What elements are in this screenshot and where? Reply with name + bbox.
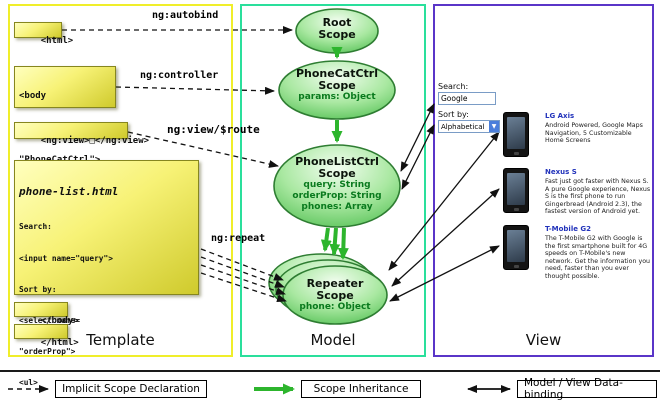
phone-button [513, 207, 519, 211]
ng-view-tag-text: <ng:view>□</ng:view> [40, 135, 150, 146]
phone-list-title: phone-list.html [19, 184, 119, 198]
model-column-title: Model [310, 331, 356, 349]
phone-screen [507, 230, 525, 262]
sort-select-value: Alphabetical [441, 122, 485, 131]
phone-screen [507, 173, 525, 205]
legend-label: Implicit Scope Declaration [62, 383, 200, 395]
legend-scope-inheritance: Scope Inheritance [301, 380, 421, 398]
phonelistctrl-scope-label: PhoneListCtrl Scope query: String orderP… [275, 156, 399, 214]
phone-name-link[interactable]: LG Axis [545, 112, 575, 120]
scope-title: Scope [318, 27, 356, 41]
scope-title: Scope [316, 288, 354, 302]
body-close-tag-text: </body> [40, 315, 79, 326]
scope-property: phone: Object [299, 301, 371, 312]
code-line: Sort by: [19, 284, 57, 294]
phonecatctrl-scope-label: PhoneCatCtrl Scope params: Object [279, 68, 395, 103]
chevron-down-icon: ▼ [489, 121, 499, 132]
code-line: <ul> [19, 378, 38, 388]
phone-button [513, 264, 519, 268]
phone-list-template-node: phone-list.html Search: <input name="que… [14, 160, 199, 387]
ng-controller-label: ng:controller [140, 70, 219, 81]
legend-divider [0, 370, 660, 372]
code-line: <select name= [19, 316, 194, 326]
phone-name-link[interactable]: Nexus S [545, 168, 577, 176]
view-column-title: View [525, 331, 562, 349]
legend-implicit-scope-declaration: Implicit Scope Declaration [55, 380, 207, 398]
html-close-tag-text: </html> [40, 337, 79, 348]
scope-property: phones: Array [301, 202, 373, 213]
phone-name-link[interactable]: T-Mobile G2 [545, 225, 592, 233]
ng-view-tag-node: <ng:view>□</ng:view> [14, 122, 149, 146]
scope-property: orderProp: String [292, 191, 382, 201]
code-line: Search: [19, 222, 52, 232]
html-open-tag-node: <html> [14, 22, 73, 46]
scope-property: params: Object [298, 91, 376, 102]
ng-repeat-label: ng:repeat [211, 233, 266, 244]
legend-model-view-data-binding: Model / View Data-binding [517, 377, 657, 401]
phone-screen [507, 117, 525, 149]
template-column-title: Template [86, 331, 155, 349]
phone-entry-tmobile-g2: T-Mobile G2 The T-Mobile G2 with Google … [545, 225, 652, 280]
sort-by-label: Sort by: [438, 110, 469, 119]
phone-description: Fast just got faster with Nexus S. A pur… [545, 178, 651, 216]
phone-entry-nexus-s: Nexus S Fast just got faster with Nexus … [545, 168, 652, 216]
scope-title: Scope [318, 78, 356, 92]
body-open-line-1: <body [19, 90, 47, 101]
phone-description: Android Powered, Google Maps Navigation,… [545, 122, 643, 145]
phone-image-lg-axis [503, 112, 529, 157]
scope-title: Scope [318, 166, 356, 180]
search-label: Search: [438, 82, 469, 91]
phone-image-tmobile-g2 [503, 225, 529, 270]
legend-label: Model / View Data-binding [524, 377, 623, 401]
ng-view-route-label: ng:view/$route [167, 123, 260, 136]
body-controller-node: <body ng:controller= "PhoneCatCtrl"> [14, 66, 116, 165]
body-close-tag-node: </body> [14, 302, 79, 326]
scope-property: query: String [303, 179, 371, 190]
ng-autobind-label: ng:autobind [152, 10, 219, 21]
phone-description: The T-Mobile G2 with Google is the first… [545, 235, 651, 280]
repeater-scope-label: Repeater Scope phone: Object [283, 278, 387, 313]
search-input[interactable] [438, 92, 496, 105]
phone-entry-lg-axis: LG Axis Android Powered, Google Maps Nav… [545, 112, 652, 145]
phone-image-nexus-s [503, 168, 529, 213]
code-line: <input name="query"> [19, 253, 113, 263]
code-line: "orderProp"> [19, 347, 76, 357]
legend-label: Scope Inheritance [313, 383, 409, 395]
root-scope-label: Root Scope [297, 17, 377, 41]
phone-button [513, 151, 519, 155]
html-close-tag-node: </html> [14, 324, 79, 348]
html-open-tag-text: <html> [40, 35, 74, 46]
sort-select[interactable]: Alphabetical ▼ [438, 120, 500, 133]
